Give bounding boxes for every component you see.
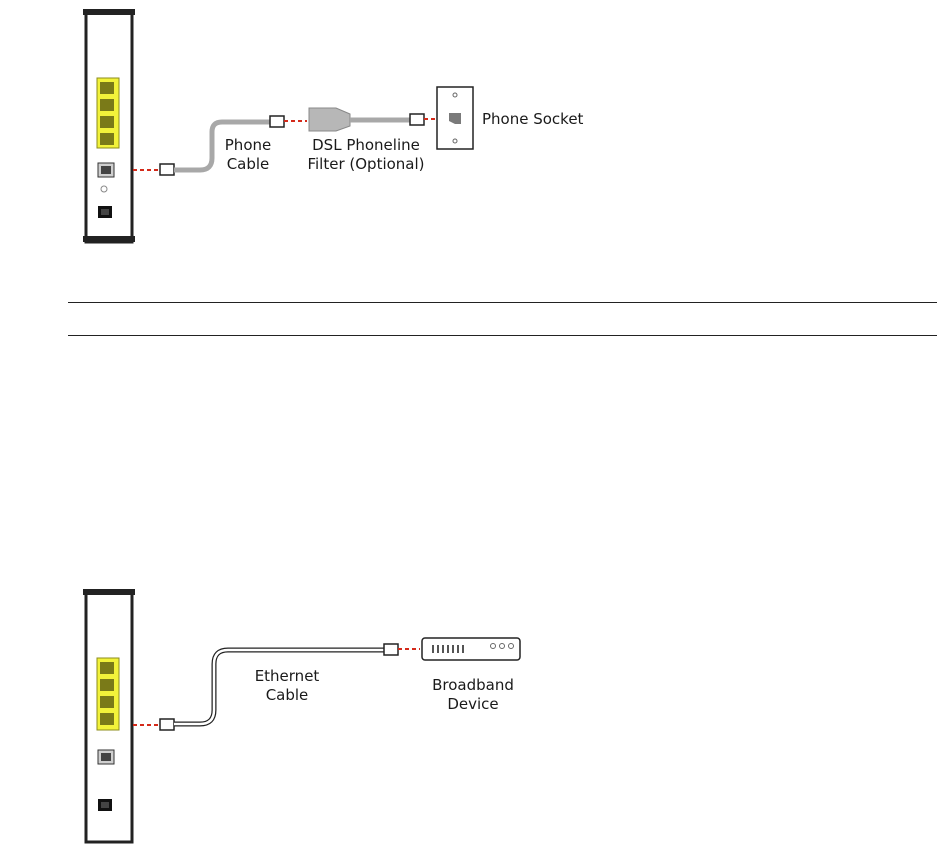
dsl-filter-icon	[309, 108, 350, 131]
broadband-device-label: Device	[447, 695, 498, 713]
phone-plug-icon	[160, 164, 174, 175]
ethernet-plug-icon	[384, 644, 398, 655]
ethernet-cable-label: Cable	[266, 686, 309, 704]
phone-plug-icon	[270, 116, 284, 127]
phone-socket-label: Phone Socket	[482, 110, 584, 128]
phone-cable-label: Phone	[225, 136, 271, 154]
broadband-device-label: Broadband	[432, 676, 514, 694]
router-back-panel	[83, 589, 135, 842]
divider-line	[68, 335, 937, 336]
ethernet-connection-diagram: Ethernet Cable Broadband Device	[0, 580, 937, 850]
router-back-panel	[83, 9, 135, 242]
filter-label: Filter (Optional)	[307, 155, 424, 173]
phone-cable-label: Cable	[227, 155, 270, 173]
divider-line	[68, 302, 937, 303]
dsl-connection-diagram: Phone Cable DSL Phoneline Filter (Option…	[0, 0, 937, 300]
ethernet-plug-icon	[160, 719, 174, 730]
ethernet-cable-label: Ethernet	[255, 667, 320, 685]
phone-plug-icon	[410, 114, 424, 125]
broadband-device-icon	[422, 638, 520, 660]
filter-label: DSL Phoneline	[312, 136, 420, 154]
phone-socket-icon	[437, 87, 473, 149]
